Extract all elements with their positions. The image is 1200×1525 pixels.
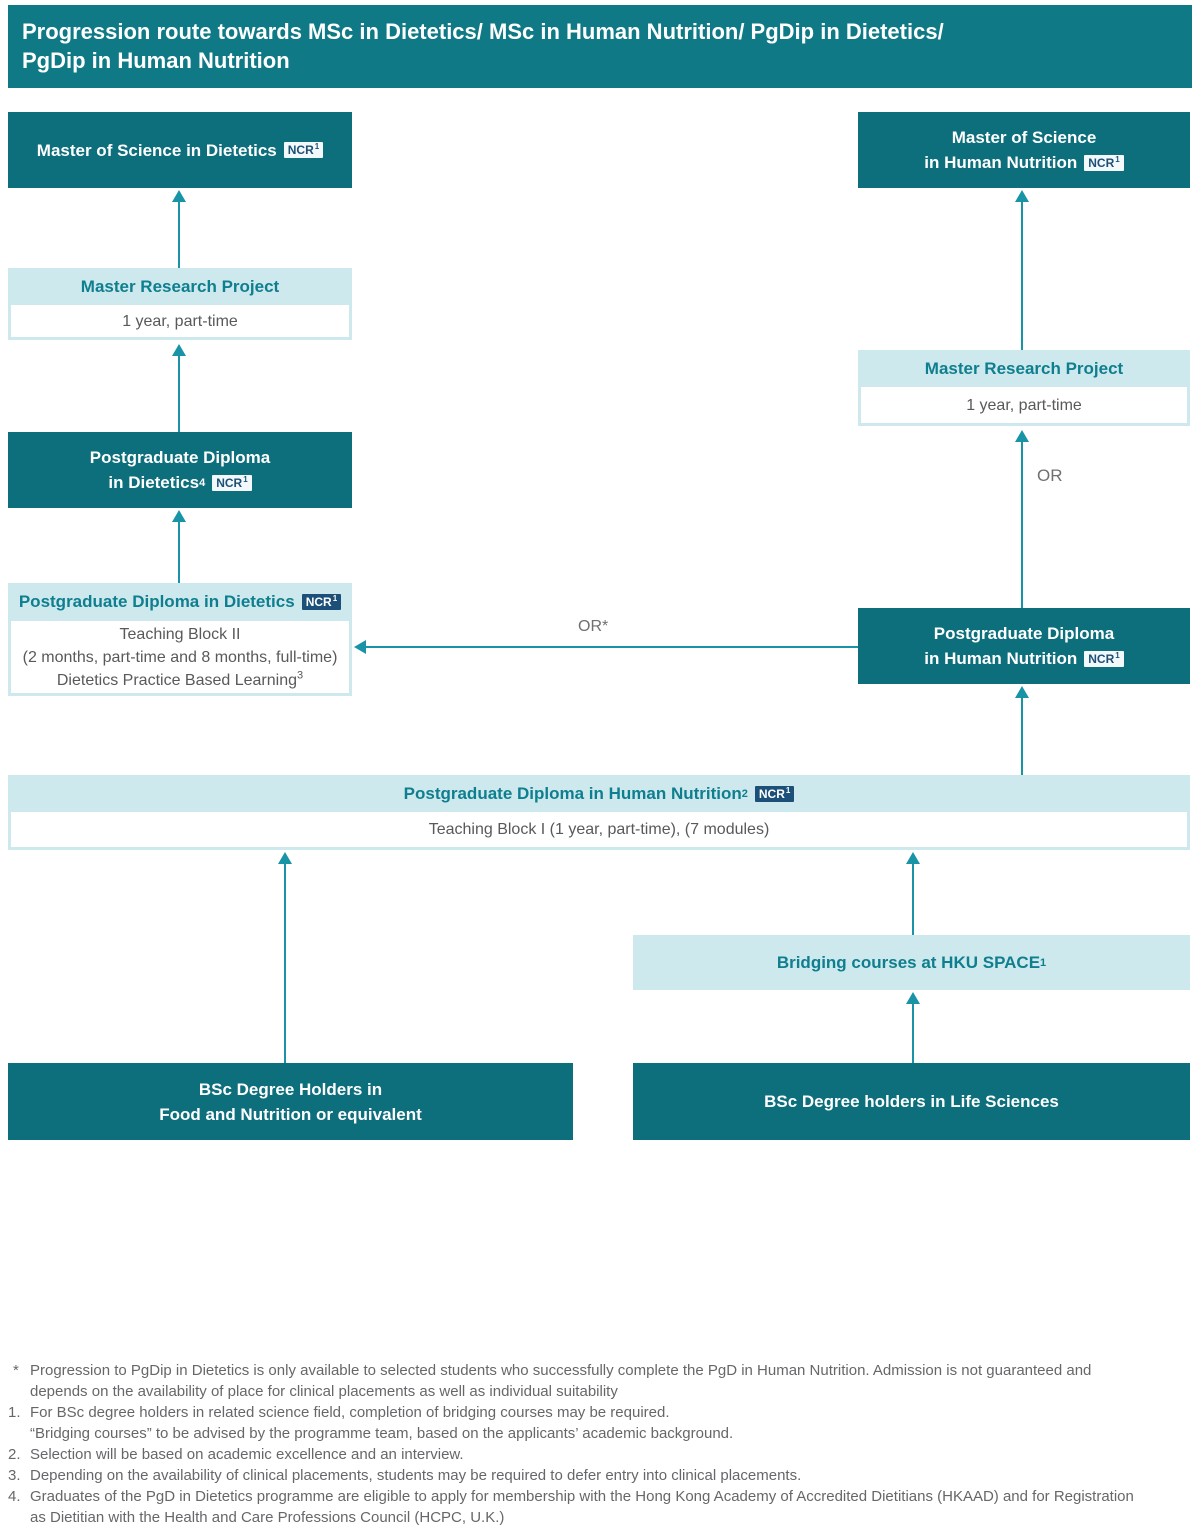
page-title-line1: Progression route towards MSc in Dieteti… (22, 19, 944, 44)
page-title: Progression route towards MSc in Dieteti… (8, 5, 1192, 88)
box-bsc-life-sciences: BSc Degree holders in Life Sciences (633, 1063, 1190, 1140)
arrow-wide-to-pgd-hn (1015, 686, 1029, 775)
pgd-diet-upper-line2: in Dietetics (108, 473, 200, 492)
ncr-badge: NCR1 (754, 785, 795, 802)
mrp-right-duration: 1 year, part-time (966, 396, 1082, 414)
bsc-life-line1: BSc Degree holders in Life Sciences (764, 1092, 1059, 1111)
pgd-diet-lower-detail1: Teaching Block II (119, 625, 241, 643)
arrow-pgd-hn-to-mrp-right (1015, 430, 1029, 608)
mrp-right-title: Master Research Project (924, 358, 1124, 378)
pgd-hn-wide-title: Postgraduate Diploma in Human Nutrition (403, 783, 742, 803)
arrow-bsc-life-to-bridging (906, 992, 920, 1063)
footnote-asterisk: * Progression to PgDip in Dietetics is o… (13, 1362, 1092, 1400)
ncr-badge: NCR1 (212, 474, 252, 491)
box-master-research-right: Master Research Project 1 year, part-tim… (858, 350, 1190, 426)
box-master-research-left: Master Research Project 1 year, part-tim… (8, 268, 352, 340)
ncr-badge: NCR1 (1084, 650, 1124, 667)
msc-dietetics-label: Master of Science in Dietetics (36, 140, 277, 160)
box-pgd-human-nutrition: Postgraduate Diploma in Human Nutrition … (858, 608, 1190, 684)
pgd-hn-line2: in Human Nutrition (924, 649, 1078, 668)
arrow-pgd-diet-upper-to-mrp-left (172, 344, 186, 432)
page-title-line2: PgDip in Human Nutrition (22, 48, 290, 73)
arrow-bsc-food-to-wide (278, 852, 292, 1063)
msc-hn-line1: Master of Science (951, 128, 1097, 147)
pgd-hn-wide-detail: Teaching Block I (1 year, part-time), (7… (428, 821, 770, 838)
bsc-food-line2: Food and Nutrition or equivalent (159, 1104, 422, 1124)
msc-hn-line2: in Human Nutrition (924, 153, 1078, 172)
footnote-3: 3. Depending on the availability of clin… (8, 1467, 802, 1484)
ncr-badge: NCR1 (301, 594, 342, 610)
footnote-2: 2. Selection will be based on academic e… (8, 1446, 464, 1463)
pgd-diet-lower-detail2: (2 months, part-time and 8 months, full-… (22, 648, 338, 666)
pgd-hn-line1: Postgraduate Diploma (933, 624, 1115, 643)
bsc-food-line1: BSc Degree Holders in (198, 1079, 383, 1099)
mrp-left-title: Master Research Project (80, 276, 280, 296)
footnotes: * Progression to PgDip in Dietetics is o… (8, 1360, 1192, 1525)
ncr-badge: NCR1 (1084, 154, 1124, 171)
ncr-badge: NCR1 (283, 142, 324, 158)
box-bsc-food-nutrition: BSc Degree Holders in Food and Nutrition… (8, 1063, 573, 1140)
box-msc-dietetics: Master of Science in Dietetics NCR1 (8, 112, 352, 188)
arrow-pgd-hn-to-pgd-dietetics (354, 640, 858, 654)
footnote-1: 1. For BSc degree holders in related sci… (8, 1404, 734, 1442)
bridging-title: Bridging courses at HKU SPACE (776, 952, 1041, 972)
pgd-diet-lower-title: Postgraduate Diploma in Dietetics (18, 592, 295, 611)
or-horizontal-label: OR* (578, 618, 609, 635)
arrow-pgd-diet-lower-to-upper (172, 510, 186, 583)
arrow-mrp-right-to-msc-hn (1015, 190, 1029, 350)
arrow-mrp-left-to-msc-dietetics (172, 190, 186, 268)
box-msc-human-nutrition: Master of Science in Human Nutrition NCR… (858, 112, 1190, 188)
mrp-left-duration: 1 year, part-time (122, 312, 238, 330)
box-pgd-dietetics-lower: Postgraduate Diploma in Dietetics NCR1 T… (8, 583, 352, 696)
arrow-bridging-to-wide (906, 852, 920, 935)
pgd-diet-upper-line1: Postgraduate Diploma (89, 448, 271, 467)
footnote-4: 4. Graduates of the PgD in Dietetics pro… (8, 1488, 1134, 1525)
pgd-diet-lower-detail3: Dietetics Practice Based Learning3 (56, 669, 304, 689)
or-vertical-label: OR (1037, 466, 1063, 485)
